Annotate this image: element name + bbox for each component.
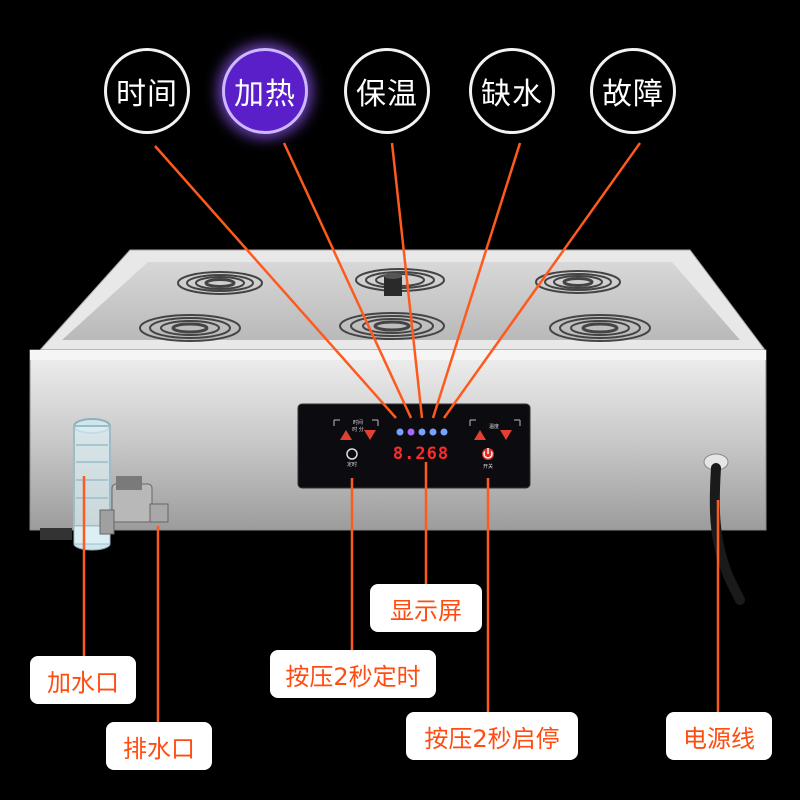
steam-vent — [549, 314, 651, 342]
line-fault — [442, 142, 642, 419]
label-power-toggle: 按压2秒启停 — [406, 712, 578, 760]
line-heating — [282, 142, 413, 419]
time-up-button[interactable] — [340, 430, 352, 440]
indicator-no-water: 缺水 — [469, 48, 555, 134]
panel-time-sub-label: 时 分 — [352, 426, 364, 433]
line-no-water — [431, 142, 522, 419]
callout-lines — [82, 142, 720, 722]
digital-display-readout: 8.268 — [393, 444, 449, 464]
label-timer: 按压2秒定时 — [270, 650, 436, 698]
label-water-inlet: 加水口 — [30, 656, 136, 704]
led-fault — [440, 428, 448, 436]
label-drain: 排水口 — [106, 722, 212, 770]
panel-power-label: 开关 — [483, 463, 493, 470]
line-keep-warm — [390, 142, 424, 419]
panel-temp-label: 温度 — [489, 423, 499, 430]
temperature-probe — [384, 273, 402, 296]
indicator-time: 时间 — [104, 48, 190, 134]
led-no-water — [429, 428, 437, 436]
steam-vent — [535, 270, 621, 294]
steam-vent — [139, 314, 241, 342]
label-display: 显示屏 — [370, 584, 482, 632]
led-keep-warm — [418, 428, 426, 436]
panel-time-label: 时间 — [353, 419, 363, 426]
led-heating — [407, 428, 415, 436]
indicator-keep-warm: 保温 — [344, 48, 430, 134]
time-down-button[interactable] — [364, 430, 376, 440]
indicator-heating: 加热 — [222, 48, 308, 134]
led-time — [396, 428, 404, 436]
timer-button[interactable] — [346, 448, 358, 460]
panel-timer-label: 定时 — [347, 461, 357, 468]
power-cord — [703, 453, 745, 605]
control-panel: 时间 时 分 定时 温度 开关 8.268 — [297, 403, 531, 489]
temp-up-button[interactable] — [474, 430, 486, 440]
steam-vent — [339, 312, 445, 340]
temp-down-button[interactable] — [500, 430, 512, 440]
indicator-fault: 故障 — [590, 48, 676, 134]
label-power-cord: 电源线 — [666, 712, 772, 760]
line-time — [154, 145, 397, 419]
steam-vent — [177, 271, 263, 295]
